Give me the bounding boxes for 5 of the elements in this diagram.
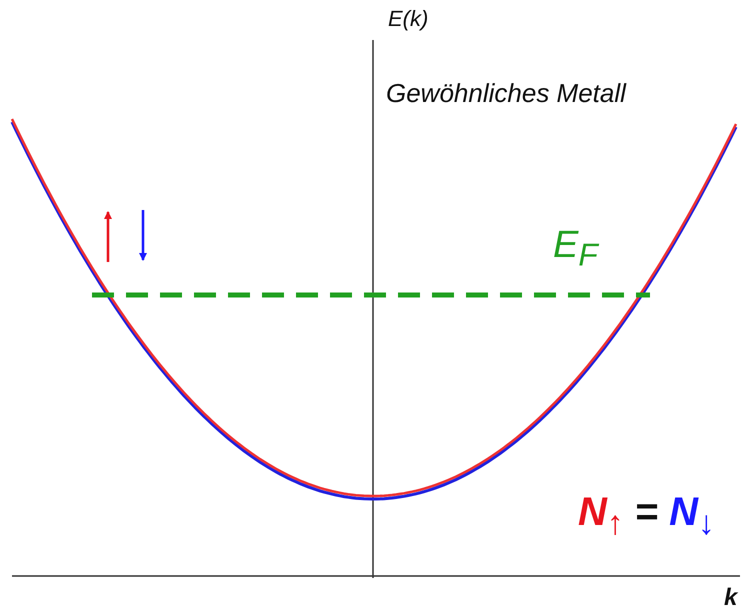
equation: N$_{↑}$ = N$_{↓}$ — [578, 492, 715, 540]
plot-title: Gewöhnliches Metall — [386, 80, 626, 106]
axis-label: k — [724, 586, 738, 610]
fermi-energy-label: E$_{F}$ — [553, 226, 598, 272]
axis-label: E(k) — [388, 8, 428, 30]
